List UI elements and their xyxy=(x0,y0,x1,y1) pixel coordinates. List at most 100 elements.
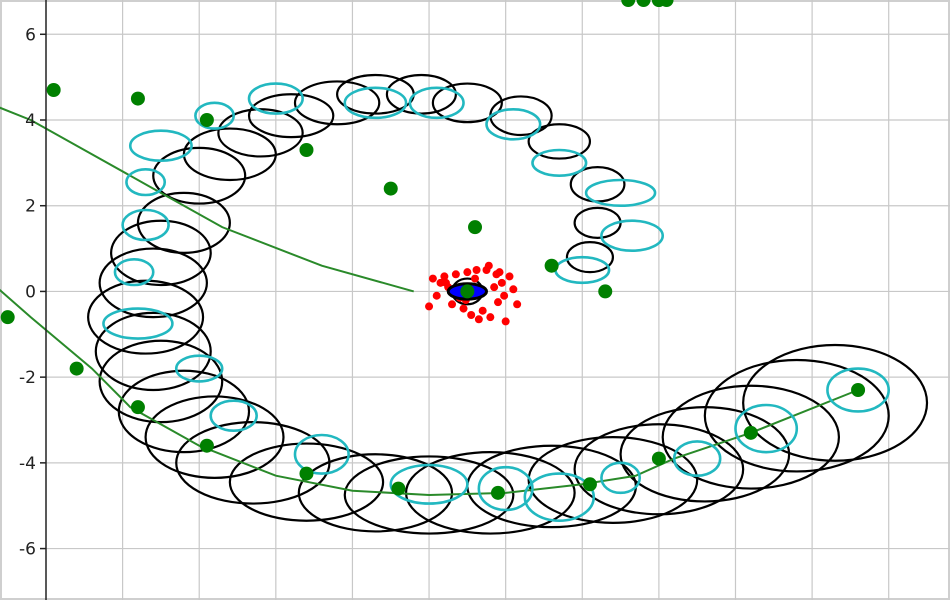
estimate-point xyxy=(743,425,758,440)
covariance-ellipse-small xyxy=(826,367,891,413)
estimate-point xyxy=(544,258,559,273)
estimate-point xyxy=(468,220,483,235)
estimate-point xyxy=(491,485,505,500)
particle-point xyxy=(478,306,487,315)
particle-point xyxy=(505,272,514,281)
particle-point xyxy=(501,317,510,326)
particle-point xyxy=(459,304,468,313)
estimate-point xyxy=(651,451,666,466)
covariance-ellipse-small xyxy=(128,129,193,163)
covariance-ellipse-small xyxy=(734,403,799,454)
estimate-point xyxy=(598,284,613,299)
particle-point xyxy=(497,278,506,287)
covariance-ellipse-large xyxy=(431,82,503,124)
particle-point xyxy=(441,278,450,287)
covariance-ellipse-small xyxy=(247,82,304,115)
covariance-ellipse-large xyxy=(217,108,304,158)
covariance-ellipse-large xyxy=(293,80,381,126)
start-point xyxy=(460,284,475,299)
covariance-ellipse-large xyxy=(247,93,335,139)
covariance-ellipse-large xyxy=(661,384,841,490)
estimate-point xyxy=(0,310,15,325)
covariance-ellipse-large xyxy=(175,421,331,505)
y-tick-label: 4 xyxy=(25,111,36,131)
covariance-ellipse-small xyxy=(600,461,642,495)
covariance-ellipse-large xyxy=(98,247,208,319)
estimate-point xyxy=(383,181,398,196)
covariance-ellipse-small xyxy=(600,219,665,253)
estimate-point xyxy=(69,361,84,376)
estimate-point xyxy=(299,466,314,481)
covariance-ellipse-large xyxy=(228,442,385,522)
particle-point xyxy=(509,285,518,294)
covariance-ellipse-large xyxy=(297,453,454,533)
covariance-ellipse-small xyxy=(125,167,167,197)
covariance-ellipse-large xyxy=(98,339,224,424)
covariance-ellipse-large xyxy=(152,146,247,205)
covariance-ellipse-large xyxy=(136,191,231,254)
covariance-ellipse-large xyxy=(385,73,457,115)
y-tick-label: -2 xyxy=(19,368,36,388)
covariance-ellipse-large xyxy=(619,406,791,503)
covariance-ellipse-large xyxy=(94,311,212,392)
covariance-ellipse-small xyxy=(174,354,224,383)
covariance-ellipse-small xyxy=(531,148,588,178)
covariance-ellipse-small xyxy=(194,101,235,130)
particle-point xyxy=(451,270,460,279)
covariance-ellipse-large xyxy=(703,358,890,473)
covariance-ellipse-small xyxy=(102,307,174,340)
y-tick-label: 0 xyxy=(25,282,36,302)
estimate-point xyxy=(130,400,145,415)
covariance-ellipse-large xyxy=(565,241,615,274)
covariance-ellipse-small xyxy=(485,107,542,141)
particle-point xyxy=(474,315,483,324)
estimate-points xyxy=(0,0,866,500)
covariance-ellipse-large xyxy=(573,423,745,516)
covariance-ellipse-small xyxy=(672,440,722,478)
covariance-ellipse-small xyxy=(209,399,258,433)
particle-point xyxy=(467,311,476,319)
covariance-ellipse-large xyxy=(527,436,699,524)
covariance-ellipse-small xyxy=(389,463,469,505)
covariance-ellipse-small xyxy=(343,86,408,120)
y-tick-label: 2 xyxy=(25,197,36,217)
particle-point xyxy=(495,268,504,277)
estimate-point xyxy=(636,0,651,7)
y-tick-label: 6 xyxy=(25,25,36,45)
estimate-point xyxy=(651,0,666,7)
estimate-point xyxy=(851,383,866,397)
y-axis-ticks: 6 4 2 0 -2 -4 -6 xyxy=(19,25,46,560)
covariance-ellipse-large xyxy=(527,123,592,160)
trajectory-line xyxy=(0,106,859,497)
start-marker xyxy=(446,282,489,301)
particle-point xyxy=(432,291,441,300)
particle-point xyxy=(425,302,434,311)
covariance-ellipse-large xyxy=(87,279,205,355)
particle-point xyxy=(471,274,480,283)
trajectory xyxy=(0,106,859,497)
covariance-ellipse-large xyxy=(144,395,285,479)
covariance-ellipse-small xyxy=(293,433,350,475)
covariance-ellipse-small xyxy=(477,465,534,512)
covariance-ellipse-small xyxy=(584,178,657,208)
estimate-point xyxy=(130,91,145,106)
particle-point xyxy=(500,291,509,300)
particle-point xyxy=(486,313,495,322)
particle-point xyxy=(494,298,502,307)
estimate-point xyxy=(299,143,314,157)
particle-point xyxy=(448,300,457,309)
y-tick-label: -4 xyxy=(19,454,36,474)
particle-point xyxy=(440,272,449,281)
covariance-ellipse-small xyxy=(113,257,155,287)
y-tick-label: -6 xyxy=(19,540,36,560)
covariance-ellipse-large xyxy=(343,455,515,535)
particle-point xyxy=(463,268,472,277)
covariance-ellipse-small xyxy=(523,472,596,523)
estimate-point xyxy=(621,0,636,7)
covariance-ellipse-small xyxy=(408,86,465,120)
particle-point xyxy=(490,283,499,292)
estimate-point xyxy=(391,481,406,496)
covariance-ellipse-large xyxy=(742,343,929,462)
estimate-point xyxy=(199,438,214,453)
